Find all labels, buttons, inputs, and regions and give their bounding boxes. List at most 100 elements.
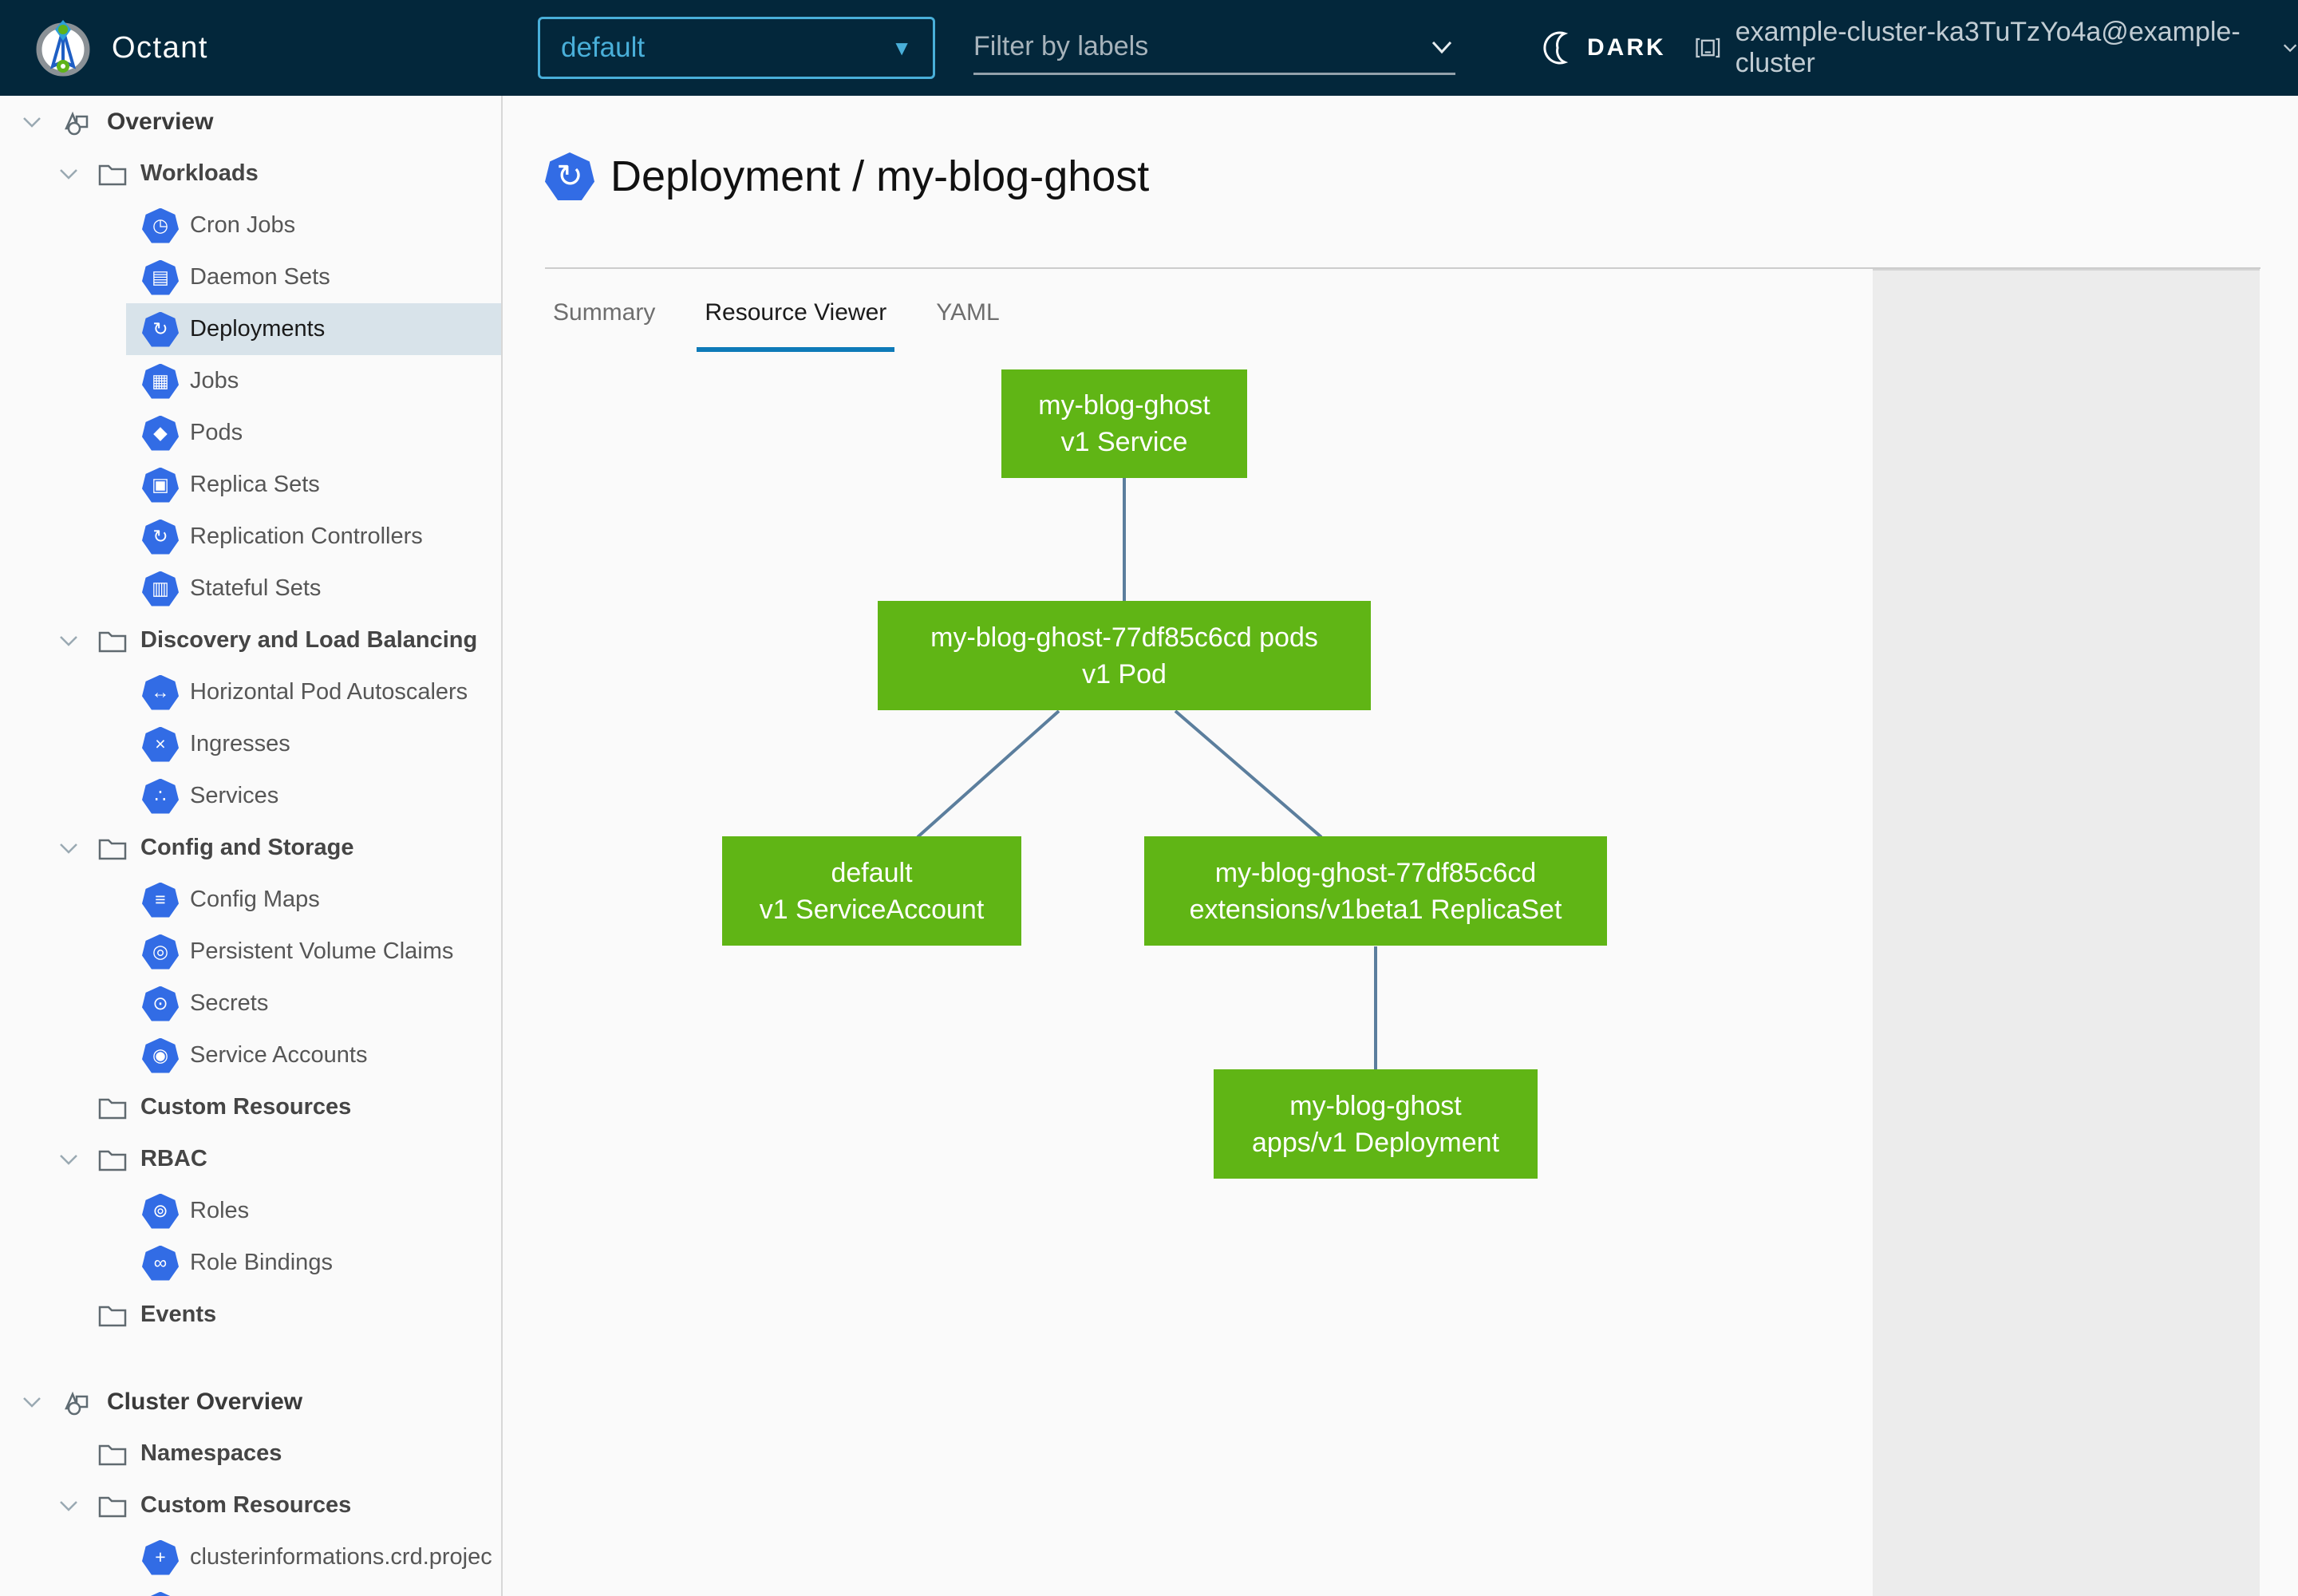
sidebar-item-csidrivers[interactable]: + csidrivers.csi.storage.k8s.io [0,1583,501,1596]
folder-icon [98,1150,127,1171]
graph-node-serviceaccount[interactable]: default v1 ServiceAccount [722,836,1021,946]
folder-icon [98,1444,127,1465]
job-icon: ▦ [142,363,179,399]
replicationcontroller-icon: ↻ [142,519,179,555]
namespace-dropdown[interactable]: default ▼ [538,17,935,79]
sidebar-item-workloads[interactable]: Workloads [0,148,501,200]
graph-node-kind: extensions/v1beta1 ReplicaSet [1189,894,1562,925]
sidebar-item-cluster-overview[interactable]: Cluster Overview [0,1376,501,1428]
app-header: Octant default ▼ Filter by labels DARK e… [0,0,2298,96]
sidebar-item-deployments[interactable]: ↻ Deployments [0,303,501,355]
sidebar-item-secrets[interactable]: ⊙ Secrets [0,978,501,1029]
tab-yaml[interactable]: YAML [936,299,1000,326]
sidebar-item-services[interactable]: ∴ Services [0,770,501,822]
sidebar-item-replication-controllers[interactable]: ↻ Replication Controllers [0,511,501,563]
chevron-down-icon [2283,44,2297,53]
configmap-icon: ≡ [142,882,179,918]
graph-node-kind: v1 ServiceAccount [759,894,985,925]
folder-icon [98,1098,127,1119]
dark-mode-label: DARK [1587,34,1666,61]
tabs-divider [545,267,2260,269]
crd-icon: + [142,1539,179,1575]
sidebar-item-replica-sets[interactable]: ▣ Replica Sets [0,459,501,511]
sidebar-item-jobs[interactable]: ▦ Jobs [0,355,501,407]
page-title-text: Deployment / my-blog-ghost [610,152,1150,200]
role-icon: ⊚ [142,1193,179,1229]
deployment-icon: ↻ [142,311,179,347]
graph-node-name: default [831,857,913,888]
sidebar-item-config-and-storage[interactable]: Config and Storage [0,822,501,874]
navigation-sidebar: Overview Workloads ◷ Cron Jobs ▤ Daemon … [0,96,503,1596]
cluster-context-label: example-cluster-ka3TuTzYo4a@example-clus… [1735,17,2241,78]
graph-minimap-panel [1873,269,2260,1596]
service-icon: ∴ [142,778,179,814]
chevron-down-icon [60,1500,77,1511]
statefulset-icon: ▥ [142,571,179,606]
tab-summary[interactable]: Summary [553,299,656,326]
replicaset-icon: ▣ [142,467,179,503]
sidebar-item-custom-resources[interactable]: Custom Resources [0,1081,501,1133]
sidebar-item-stateful-sets[interactable]: ▥ Stateful Sets [0,563,501,614]
tab-resource-viewer[interactable]: Resource Viewer [697,299,895,352]
sidebar-item-cron-jobs[interactable]: ◷ Cron Jobs [0,200,501,251]
secret-icon: ⊙ [142,986,179,1021]
graph-node-pod[interactable]: my-blog-ghost-77df85c6cd pods v1 Pod [878,601,1371,710]
octant-logo-icon [36,20,90,77]
sidebar-item-events[interactable]: Events [0,1289,501,1341]
sidebar-item-pods[interactable]: ◆ Pods [0,407,501,459]
sidebar-item-namespaces[interactable]: Namespaces [0,1428,501,1479]
brand[interactable]: Octant [0,17,208,79]
folder-icon [98,839,127,859]
rolebinding-icon: ∞ [142,1245,179,1281]
chevron-down-icon [23,1396,41,1408]
namespace-dropdown-caret-icon: ▼ [891,35,912,60]
objects-icon [65,1391,89,1415]
sidebar-item-role-bindings[interactable]: ∞ Role Bindings [0,1237,501,1289]
sidebar-item-overview[interactable]: Overview [0,96,501,148]
chevron-down-icon [60,168,77,180]
page-title: ↻ Deployment / my-blog-ghost [545,152,1149,201]
folder-icon [98,631,127,652]
pod-icon: ◆ [142,415,179,451]
cluster-context-menu[interactable]: example-cluster-ka3TuTzYo4a@example-clus… [1693,0,2298,96]
namespace-dropdown-value: default [561,32,646,63]
sidebar-item-discovery-and-load-balancing[interactable]: Discovery and Load Balancing [0,614,501,666]
main-content: ↻ Deployment / my-blog-ghost Summary Res… [503,96,2298,1596]
sidebar-item-custom-resources-cluster[interactable]: Custom Resources [0,1479,501,1531]
sidebar-item-clusterinformations[interactable]: + clusterinformations.crd.projec [0,1531,501,1583]
moon-icon [1543,31,1569,65]
sidebar-item-horizontal-pod-autoscalers[interactable]: ↔ Horizontal Pod Autoscalers [0,666,501,718]
sidebar-item-service-accounts[interactable]: ◉ Service Accounts [0,1029,501,1081]
graph-node-name: my-blog-ghost [1038,390,1210,421]
sidebar-item-daemon-sets[interactable]: ▤ Daemon Sets [0,251,501,303]
chevron-down-icon [60,843,77,854]
pvc-icon: ◎ [142,934,179,970]
dark-mode-toggle[interactable]: DARK [1542,0,1666,96]
sidebar-item-ingresses[interactable]: × Ingresses [0,718,501,770]
sidebar-item-config-maps[interactable]: ≡ Config Maps [0,874,501,926]
objects-icon [65,111,89,135]
chevron-down-icon [1431,41,1452,53]
sidebar-item-persistent-volume-claims[interactable]: ◎ Persistent Volume Claims [0,926,501,978]
graph-node-kind: apps/v1 Deployment [1252,1127,1499,1158]
filter-by-labels-input[interactable]: Filter by labels [973,21,1455,75]
hpa-icon: ↔ [142,674,179,710]
deployment-kind-icon: ↻ [545,152,594,200]
cronjob-icon: ◷ [142,207,179,243]
graph-node-name: my-blog-ghost-77df85c6cd pods [930,622,1318,653]
folder-icon [98,164,127,185]
folder-icon [98,1306,127,1326]
chevron-down-icon [23,117,41,128]
graph-node-replicaset[interactable]: my-blog-ghost-77df85c6cd extensions/v1bet… [1144,836,1607,946]
app-title: Octant [112,30,208,65]
sidebar-item-rbac[interactable]: RBAC [0,1133,501,1185]
graph-node-kind: v1 Pod [1082,658,1167,689]
sidebar-item-roles[interactable]: ⊚ Roles [0,1185,501,1237]
daemonset-icon: ▤ [142,259,179,295]
ingress-icon: × [142,726,179,762]
graph-node-name: my-blog-ghost-77df85c6cd [1214,857,1537,888]
serviceaccount-icon: ◉ [142,1037,179,1073]
